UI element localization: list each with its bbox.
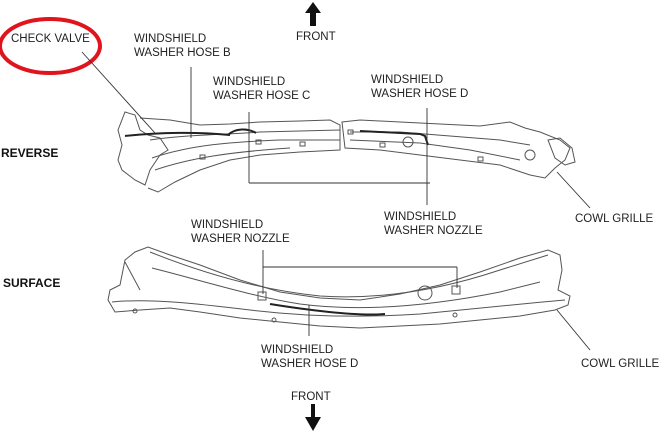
hose-c-label: WINDSHIELD WASHER HOSE C: [213, 75, 310, 103]
nozzle-label-reverse-line2: WASHER NOZZLE: [384, 225, 483, 237]
hose-d-label-reverse: WINDSHIELD WASHER HOSE D: [371, 73, 468, 101]
reverse-view-label: REVERSE: [1, 146, 59, 160]
front-arrow-up-icon: [305, 2, 321, 26]
cowl-grille-reverse-drawing: [117, 111, 576, 193]
surface-view-label: SURFACE: [3, 276, 61, 290]
hose-b-label-line1: WINDSHIELD: [134, 33, 207, 45]
cowl-grille-label-surface: COWL GRILLE: [581, 358, 660, 370]
front-arrow-down-icon: [305, 404, 321, 431]
front-label-top: FRONT: [296, 31, 336, 43]
nozzle-label-surface-line1: WINDSHIELD: [191, 219, 264, 231]
cowl-grille-surface-drawing: [107, 246, 571, 329]
check-valve-highlight: [0, 17, 102, 75]
check-valve-label: CHECK VALVE: [11, 33, 90, 45]
front-label-bottom: FRONT: [291, 391, 331, 403]
nozzle-label-surface: WINDSHIELD WASHER NOZZLE: [191, 218, 290, 246]
hose-d-label-surface: WINDSHIELD WASHER HOSE D: [261, 343, 358, 371]
nozzle-label-reverse-line1: WINDSHIELD: [384, 211, 457, 223]
hose-c-label-line2: WASHER HOSE C: [213, 90, 311, 102]
hose-d-label-reverse-line2: WASHER HOSE D: [371, 88, 469, 100]
hose-b-label: WINDSHIELD WASHER HOSE B: [134, 32, 231, 60]
hose-d-label-reverse-line1: WINDSHIELD: [371, 74, 444, 86]
hose-d-label-surface-line2: WASHER HOSE D: [261, 358, 359, 370]
nozzle-label-surface-line2: WASHER NOZZLE: [191, 233, 290, 245]
reverse-leader-lines: [81, 51, 591, 209]
cowl-grille-label-reverse: COWL GRILLE: [575, 213, 654, 225]
hose-d-label-surface-line1: WINDSHIELD: [261, 344, 334, 356]
surface-leader-lines: [262, 250, 591, 351]
nozzle-label-reverse: WINDSHIELD WASHER NOZZLE: [384, 210, 483, 238]
hose-c-label-line1: WINDSHIELD: [213, 76, 286, 88]
hose-b-label-line2: WASHER HOSE B: [134, 47, 231, 59]
